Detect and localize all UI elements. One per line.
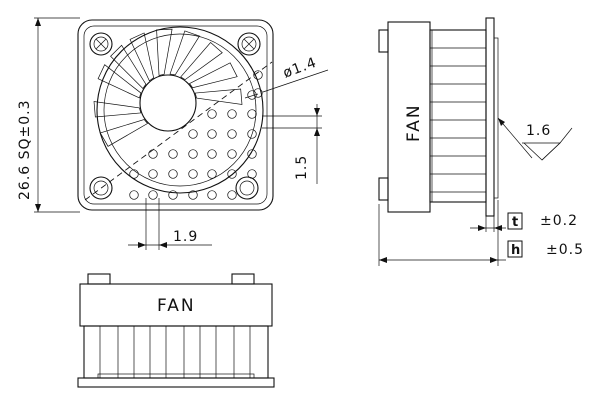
vent-hole (188, 169, 198, 179)
mounting-hole-bottom-right (235, 176, 259, 200)
pitch-vertical-dimension: 1.5 (262, 104, 322, 184)
fan-blade (156, 28, 173, 76)
fan-blades (93, 28, 243, 147)
side-tab-top (378, 29, 389, 53)
fan-blade (194, 88, 243, 105)
vent-hole (247, 169, 257, 179)
vent-hole (227, 169, 237, 179)
tol-h-value: ±0.5 (546, 242, 584, 258)
bottom-fan-label: FAN (157, 296, 196, 316)
fan-blade (169, 30, 200, 76)
pitch-horizontal-dimension: 1.9 (128, 198, 212, 250)
vent-hole (207, 129, 217, 139)
vent-hole (247, 109, 257, 119)
front-inner-frame (83, 25, 268, 205)
bottom-fins (99, 326, 251, 378)
vent-hole (148, 149, 158, 159)
section-line (84, 61, 273, 201)
fan-blade (189, 62, 238, 89)
fan-housing-inner (103, 33, 257, 187)
vent-hole (253, 88, 263, 98)
tol-t-symbol: t (512, 215, 518, 230)
size-dimension: 26.6 SQ±0.3 (17, 17, 80, 213)
side-fan-label: FAN (404, 103, 424, 142)
fan-blade (93, 101, 142, 118)
bottom-tab-right (231, 273, 255, 285)
side-fins (430, 30, 486, 202)
vent-hole (253, 70, 263, 80)
tol-t-box (507, 212, 523, 230)
fan-blade (129, 32, 155, 82)
vent-hole (188, 190, 198, 200)
vent-hole (227, 149, 237, 159)
vent-hole (129, 169, 139, 179)
side-fin-block (429, 29, 487, 203)
vent-hole (148, 169, 158, 179)
mounting-hole-top-left (89, 32, 113, 56)
mounting-hole-top-right (237, 32, 261, 56)
vent-hole (148, 190, 158, 200)
front-view (77, 19, 274, 211)
vent-hole (168, 149, 178, 159)
vent-hole (129, 190, 139, 200)
bottom-base-lip (97, 373, 255, 379)
size-dimension-label: 26.6 SQ±0.3 (17, 99, 33, 200)
side-view: FAN (378, 17, 499, 217)
vent-hole (247, 90, 257, 100)
mounting-hole-bottom-left (89, 176, 113, 200)
front-outer-frame (77, 19, 274, 211)
vent-hole (247, 129, 257, 139)
bottom-fin-block (83, 325, 269, 379)
hole-diameter-label: ø1.4 (281, 55, 319, 82)
vent-hole (188, 129, 198, 139)
vent-hole (207, 109, 217, 119)
fan-blade (97, 64, 142, 99)
roughness-callout: 1.6 (497, 117, 573, 161)
fan-blade (110, 44, 147, 90)
thickness-t-dimension: t ±0.2 (470, 212, 578, 232)
tol-t-value: ±0.2 (540, 213, 578, 229)
vent-hole (247, 149, 257, 159)
vent-hole (227, 109, 237, 119)
vent-hole (227, 190, 237, 200)
side-plate (485, 17, 495, 217)
bottom-view: FAN (77, 273, 275, 388)
pitch-vertical-label: 1.5 (294, 155, 310, 180)
side-plate-lip (493, 37, 499, 199)
bottom-tab-left (87, 273, 111, 285)
vent-hole (188, 149, 198, 159)
vent-hole (168, 190, 178, 200)
vent-hole (207, 190, 217, 200)
vent-hole-grid (129, 70, 263, 200)
bottom-base-plate (77, 377, 275, 388)
vent-hole (168, 169, 178, 179)
fan-housing-circle (96, 26, 264, 194)
side-tab-bottom (378, 177, 389, 201)
roughness-label: 1.6 (526, 123, 551, 139)
tol-h-box (507, 240, 523, 258)
vent-hole (207, 169, 217, 179)
fan-blade (99, 119, 149, 147)
height-h-dimension: h ±0.5 (378, 200, 584, 266)
hole-diameter-callout: ø1.4 (244, 55, 329, 99)
vent-hole (207, 149, 217, 159)
vent-hole (227, 129, 237, 139)
fan-blade (180, 41, 223, 81)
pitch-horizontal-label: 1.9 (173, 229, 198, 245)
fan-hub (139, 74, 197, 132)
tol-h-symbol: h (511, 243, 520, 258)
